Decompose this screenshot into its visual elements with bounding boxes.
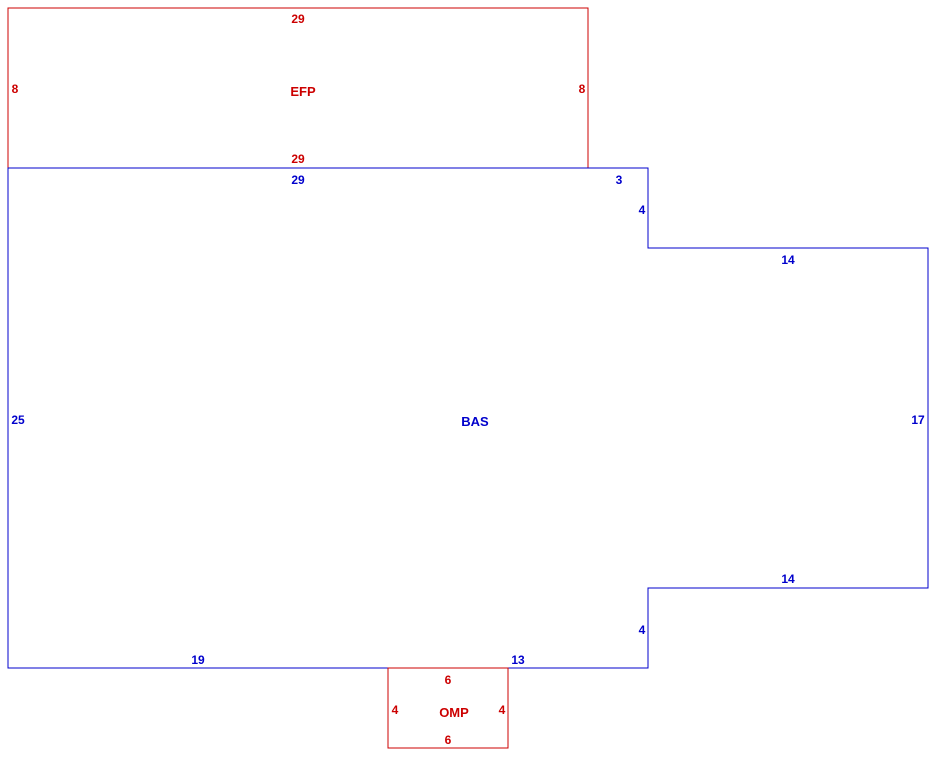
omp-dim-bottom: 6 <box>445 733 452 747</box>
bas-dim-bottom-left: 19 <box>191 653 205 667</box>
bas-area: BAS 29 3 4 14 17 14 4 13 19 25 <box>7 167 929 669</box>
bas-dim-upper-wing: 14 <box>781 253 795 267</box>
bas-dim-lower-wing: 14 <box>781 572 795 586</box>
omp-dim-left: 4 <box>392 703 399 717</box>
efp-dim-top: 29 <box>291 12 305 26</box>
omp-area-label: OMP <box>439 705 469 720</box>
omp-area: OMP 6 6 4 4 <box>387 667 509 749</box>
bas-dim-top-step: 3 <box>616 173 623 187</box>
omp-outline <box>387 667 509 749</box>
bas-area-label: BAS <box>461 414 489 429</box>
bas-dim-lower-notch: 4 <box>639 623 646 637</box>
bas-dim-right: 17 <box>911 413 925 427</box>
bas-dim-top: 29 <box>291 173 305 187</box>
bas-dim-upper-notch: 4 <box>639 203 646 217</box>
omp-dim-right: 4 <box>499 703 506 717</box>
bas-outline <box>7 167 929 669</box>
bas-dim-left: 25 <box>11 413 25 427</box>
omp-dim-top: 6 <box>445 673 452 687</box>
efp-area: EFP 29 29 8 8 <box>7 7 589 169</box>
efp-dim-bottom: 29 <box>291 152 305 166</box>
efp-dim-left: 8 <box>12 82 19 96</box>
efp-dim-right: 8 <box>579 82 586 96</box>
bas-dim-bottom-right: 13 <box>511 653 525 667</box>
efp-area-label: EFP <box>290 84 316 99</box>
